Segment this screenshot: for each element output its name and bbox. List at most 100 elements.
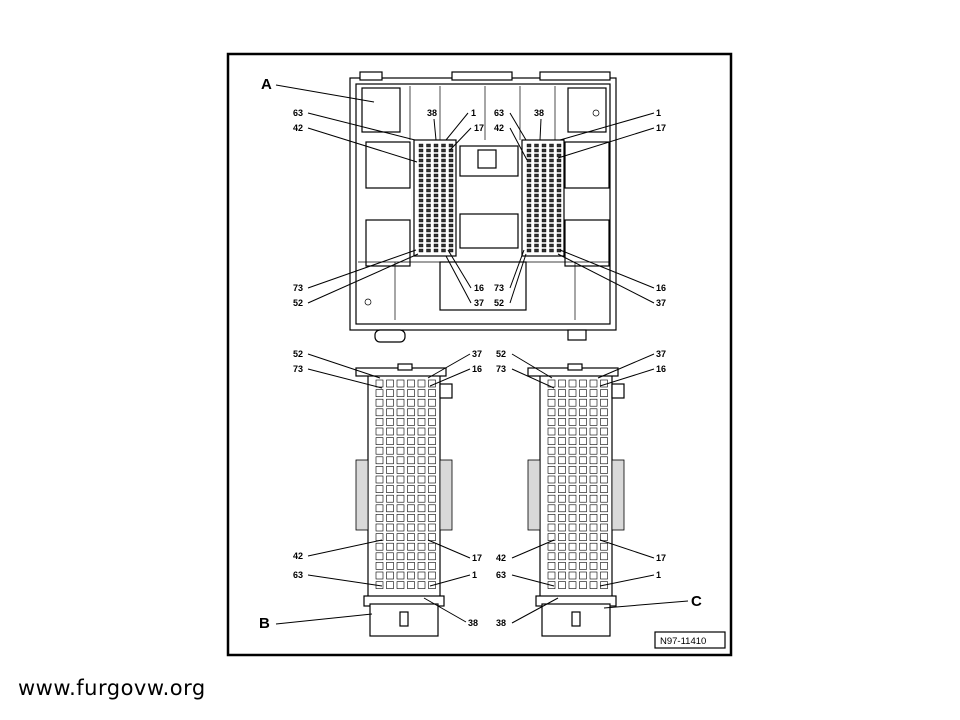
pin-cavity <box>541 193 547 198</box>
pin-cavity <box>418 233 424 238</box>
pin-cavity <box>433 183 439 188</box>
pin-cavity <box>407 581 415 589</box>
pin-cavity <box>433 213 439 218</box>
pin-cavity <box>428 533 436 541</box>
pin-cavity <box>549 233 554 238</box>
pin-cavity <box>433 188 439 193</box>
pin-cavity <box>600 456 608 465</box>
pin-cavity <box>526 143 532 148</box>
pin-cavity <box>541 153 547 158</box>
pin-cavity <box>428 379 436 388</box>
pin-cavity <box>526 188 532 193</box>
pin-cavity <box>534 218 539 223</box>
pin-cavity <box>407 523 415 532</box>
pin-cavity <box>448 218 454 223</box>
pin-cavity <box>547 466 556 474</box>
pin-cavity <box>441 178 446 183</box>
pin-cavity <box>441 203 446 208</box>
pin-cavity <box>541 243 547 248</box>
pin-cavity <box>568 446 577 455</box>
pin-cavity <box>547 398 556 407</box>
pin-cavity <box>417 504 426 513</box>
pin-cavity <box>417 494 426 503</box>
pin-cavity <box>386 504 394 513</box>
svg-text:73: 73 <box>293 364 303 374</box>
svg-text:73: 73 <box>293 283 303 293</box>
pin-cavity <box>418 168 424 173</box>
svg-text:73: 73 <box>494 283 504 293</box>
pin-cavity <box>547 514 556 522</box>
pin-cavity <box>526 153 532 158</box>
svg-text:63: 63 <box>494 108 504 118</box>
pin-cavity <box>568 533 577 541</box>
pin-cavity <box>417 466 426 474</box>
pin-cavity <box>386 523 394 532</box>
pin-cavity <box>556 193 562 198</box>
pin-cavity <box>448 153 454 158</box>
pin-cavity <box>418 218 424 223</box>
pin-cavity <box>448 143 454 148</box>
pin-cavity <box>407 475 415 484</box>
pin-cavity <box>448 193 454 198</box>
pin-cavity <box>433 203 439 208</box>
pin-cavity <box>426 193 431 198</box>
pin-cavity <box>526 243 532 248</box>
pin-cavity <box>433 218 439 223</box>
pin-cavity <box>526 223 532 228</box>
pin-cavity <box>396 494 405 503</box>
pin-cavity <box>375 485 384 493</box>
pin-cavity <box>526 238 532 243</box>
pin-cavity <box>541 223 547 228</box>
svg-text:63: 63 <box>293 570 303 580</box>
pin-cavity <box>426 248 431 253</box>
pin-cavity <box>375 398 384 407</box>
pin-cavity <box>396 475 405 484</box>
pin-cavity <box>417 418 426 426</box>
pin-cavity <box>433 168 439 173</box>
pin-cavity <box>558 475 566 484</box>
pin-cavity <box>448 238 454 243</box>
pin-cavity <box>441 173 446 178</box>
pin-cavity <box>375 514 384 522</box>
pin-cavity <box>448 248 454 253</box>
pin-cavity <box>534 198 539 203</box>
svg-text:42: 42 <box>293 123 303 133</box>
pin-cavity <box>426 188 431 193</box>
pin-cavity <box>417 571 426 580</box>
pin-cavity <box>418 173 424 178</box>
pin-cavity <box>407 485 415 493</box>
pin-cavity <box>568 466 577 474</box>
pin-cavity <box>396 446 405 455</box>
pin-cavity <box>549 243 554 248</box>
pin-cavity <box>556 173 562 178</box>
watermark-text: www.furgovw.org <box>18 676 206 700</box>
pin-cavity <box>547 456 556 465</box>
pin-cavity <box>534 238 539 243</box>
pin-cavity <box>534 228 539 233</box>
pin-cavity <box>448 243 454 248</box>
pin-cavity <box>549 163 554 168</box>
pin-cavity <box>426 213 431 218</box>
pin-cavity <box>426 153 431 158</box>
pin-cavity <box>589 542 598 551</box>
pin-cavity <box>386 437 394 445</box>
pin-cavity <box>556 243 562 248</box>
pin-cavity <box>448 158 454 163</box>
pin-cavity <box>417 552 426 561</box>
pin-cavity <box>428 485 436 493</box>
pin-cavity <box>441 218 446 223</box>
pin-cavity <box>441 148 446 153</box>
pin-cavity <box>428 446 436 455</box>
pin-cavity <box>375 437 384 445</box>
pin-cavity <box>396 379 405 388</box>
pin-cavity <box>547 494 556 503</box>
pin-cavity <box>549 203 554 208</box>
pin-cavity <box>426 163 431 168</box>
pin-cavity <box>568 581 577 589</box>
pin-cavity <box>547 427 556 436</box>
pin-cavity <box>549 153 554 158</box>
pin-cavity <box>558 437 566 445</box>
pin-cavity <box>534 148 539 153</box>
pin-cavity <box>386 446 394 455</box>
pin-cavity <box>418 198 424 203</box>
